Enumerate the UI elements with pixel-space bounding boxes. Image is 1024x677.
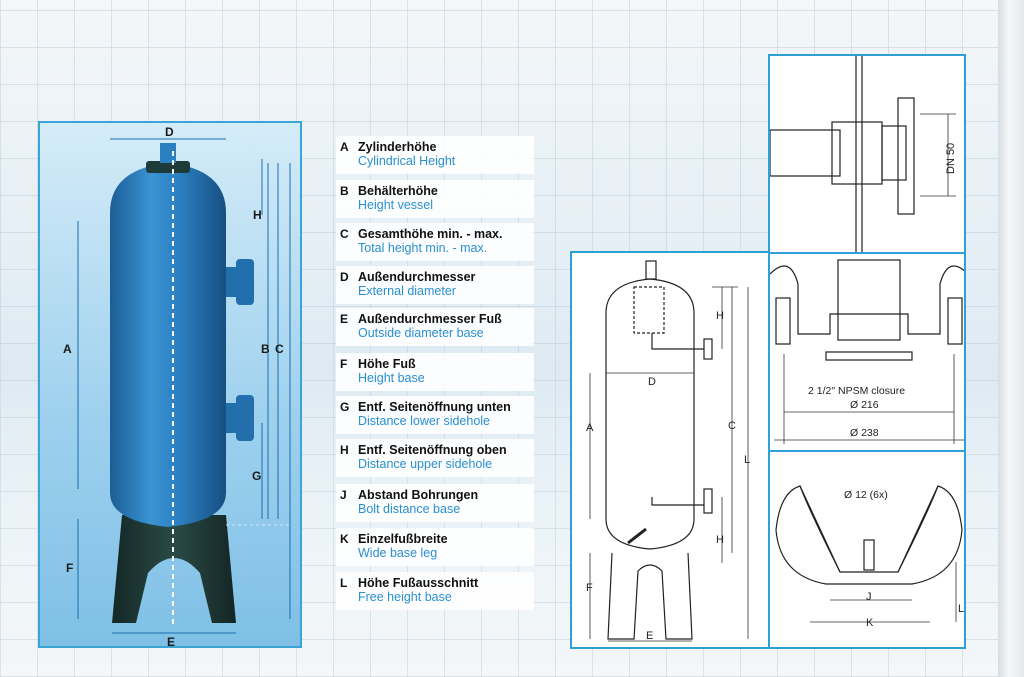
legend-item-e: E Außendurchmesser Fuß Outside diameter … [336, 308, 534, 346]
legend-german: Zylinderhöhe [358, 140, 437, 154]
legend-english: External diameter [358, 284, 456, 298]
side-view-drawing: H D A C L H F E [586, 260, 750, 642]
legend-german: Außendurchmesser [358, 270, 476, 284]
legend-key: G [340, 400, 350, 414]
flange-detail-drawing: DN 50 [770, 56, 957, 252]
legend-german: Höhe Fuß [358, 357, 416, 371]
legend-key: A [340, 140, 349, 154]
side-view-label-d: D [648, 376, 656, 388]
closure-detail-drawing: 2 1/2" NPSM closure Ø 216 Ø 238 [770, 259, 964, 444]
legend-item-d: D Außendurchmesser External diameter [336, 266, 534, 304]
legend-english: Total height min. - max. [358, 241, 488, 255]
legend-key: K [340, 532, 349, 546]
legend-english: Wide base leg [358, 546, 438, 560]
legend-key: H [340, 443, 349, 457]
closure-npsm-label: 2 1/2" NPSM closure [808, 385, 905, 397]
photo-label-h: H [253, 208, 262, 222]
side-view-label-c: C [728, 420, 736, 432]
legend-item-k: K Einzelfußbreite Wide base leg [336, 528, 534, 566]
side-view-label-h: H [716, 310, 724, 322]
legend-german: Höhe Fußausschnitt [358, 576, 479, 590]
base-holes-label: Ø 12 (6x) [844, 489, 888, 501]
legend-key: E [340, 312, 349, 326]
flange-dn-label: DN 50 [945, 143, 957, 174]
legend-item-h: H Entf. Seitenöffnung oben Distance uppe… [336, 439, 534, 477]
legend-german: Abstand Bohrungen [358, 488, 479, 502]
base-detail-drawing: Ø 12 (6x) J K L [775, 485, 964, 629]
side-view-label-l: L [744, 454, 750, 466]
legend-key: C [340, 227, 349, 241]
legend-german: Entf. Seitenöffnung unten [358, 400, 511, 414]
legend-german: Einzelfußbreite [358, 532, 448, 546]
base-label-k: K [866, 617, 874, 629]
legend-key: D [340, 270, 349, 284]
flange-detail: DN 50 [768, 54, 966, 254]
legend-item-b: B Behälterhöhe Height vessel [336, 180, 534, 218]
legend-english: Distance upper sidehole [358, 457, 493, 471]
legend-item-j: J Abstand Bohrungen Bolt distance base [336, 484, 534, 522]
legend-german: Gesamthöhe min. - max. [358, 227, 503, 241]
legend-english: Distance lower sidehole [358, 414, 491, 428]
vessel-photo-illustration [77, 138, 291, 634]
vessel-photo-panel: D H A B C G F E [38, 121, 302, 648]
photo-label-g: G [252, 469, 262, 483]
side-view-label-f: F [586, 582, 593, 594]
legend-key: F [340, 357, 348, 371]
legend-english: Height base [358, 371, 425, 385]
side-view-label-h-lower: H [716, 534, 724, 546]
legend-item-c: C Gesamthöhe min. - max. Total height mi… [336, 223, 534, 261]
closure-d216-label: Ø 216 [850, 399, 879, 411]
photo-label-c: C [275, 342, 284, 356]
legend-german: Behälterhöhe [358, 184, 438, 198]
technical-side-view: H D A C L H F E [570, 251, 770, 649]
legend-english: Bolt distance base [358, 502, 461, 516]
legend-item-f: F Höhe Fuß Height base [336, 353, 534, 391]
closure-detail: 2 1/2" NPSM closure Ø 216 Ø 238 [768, 252, 966, 452]
legend-german: Außendurchmesser Fuß [358, 312, 502, 326]
legend-key: B [340, 184, 349, 198]
photo-label-e: E [167, 635, 176, 648]
legend-item-g: G Entf. Seitenöffnung unten Distance low… [336, 396, 534, 434]
legend-english: Height vessel [358, 198, 434, 212]
legend-key: J [340, 488, 347, 502]
legend-english: Cylindrical Height [358, 154, 456, 168]
side-view-label-a: A [586, 422, 594, 434]
base-label-j: J [866, 591, 872, 603]
legend-key: L [340, 576, 348, 590]
closure-d238-label: Ø 238 [850, 427, 879, 439]
photo-label-b: B [261, 342, 270, 356]
legend-german: Entf. Seitenöffnung oben [358, 443, 507, 457]
legend-english: Outside diameter base [358, 326, 484, 340]
photo-label-f: F [66, 561, 74, 575]
legend-item-l: L Höhe Fußausschnitt Free height base [336, 572, 534, 610]
legend-item-a: A Zylinderhöhe Cylindrical Height [336, 136, 534, 174]
base-label-l: L [958, 603, 964, 615]
page-edge [998, 0, 1024, 677]
photo-label-a: A [63, 342, 72, 356]
legend-english: Free height base [358, 590, 452, 604]
base-detail: Ø 12 (6x) J K L [768, 450, 966, 649]
photo-label-d: D [165, 125, 174, 139]
side-view-label-e: E [646, 630, 653, 642]
